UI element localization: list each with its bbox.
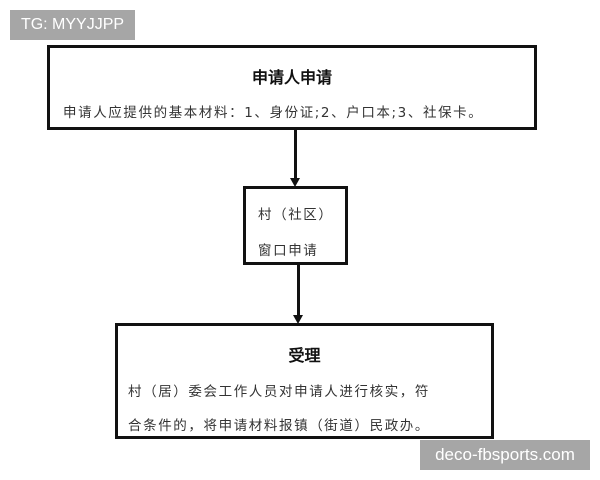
step-community-window-line2: 窗口申请 bbox=[258, 243, 319, 259]
step-applicant-apply-title: 申请人申请 bbox=[251, 68, 332, 87]
step-community-window-box: 村（社区） 窗口申请 bbox=[243, 186, 348, 265]
arrow-1-shaft bbox=[294, 130, 297, 178]
watermark-top-left: TG: MYYJJPP bbox=[10, 10, 135, 40]
step-community-window-line1: 村（社区） bbox=[258, 207, 334, 223]
step-acceptance-title: 受理 bbox=[288, 346, 321, 365]
watermark-bottom-right: deco-fbsports.com bbox=[420, 440, 590, 470]
arrow-1-down-icon bbox=[290, 178, 300, 187]
arrow-2-down-icon bbox=[293, 315, 303, 324]
step-applicant-apply-box: 申请人申请 申请人应提供的基本材料：1、身份证;2、户口本;3、社保卡。 bbox=[47, 45, 537, 130]
step-acceptance-box: 受理 村（居）委会工作人员对申请人进行核实，符 合条件的，将申请材料报镇（街道）… bbox=[115, 323, 494, 439]
arrow-2-shaft bbox=[297, 265, 300, 315]
step-acceptance-line2: 合条件的，将申请材料报镇（街道）民政办。 bbox=[128, 418, 430, 434]
step-acceptance-line1: 村（居）委会工作人员对申请人进行核实，符 bbox=[128, 384, 430, 400]
step-applicant-apply-description: 申请人应提供的基本材料：1、身份证;2、户口本;3、社保卡。 bbox=[63, 105, 484, 121]
